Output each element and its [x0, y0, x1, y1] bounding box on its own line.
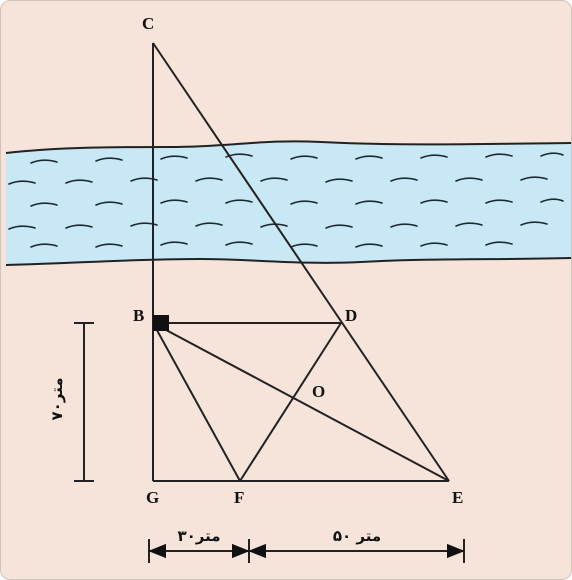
label-f: F	[234, 488, 244, 507]
river-bank-top	[5, 140, 571, 154]
label-e: E	[452, 488, 463, 507]
label-g: G	[146, 488, 159, 507]
label-c: C	[142, 14, 154, 33]
line-fd	[239, 322, 342, 482]
label-o: O	[312, 382, 325, 401]
label-fe-measure: ۵۰ متر	[333, 527, 381, 545]
line-be	[152, 322, 450, 482]
label-gf-measure: ۳۰متر	[177, 527, 220, 545]
line-bf	[152, 322, 241, 482]
river-bank-bottom	[5, 257, 571, 266]
label-vertical-measure: ۷۰متر	[48, 377, 66, 420]
river-waves	[8, 152, 564, 248]
line-ce	[152, 42, 450, 482]
river	[6, 141, 571, 265]
label-d: D	[345, 306, 357, 325]
point-b-marker	[153, 315, 169, 331]
label-b: B	[133, 306, 144, 325]
